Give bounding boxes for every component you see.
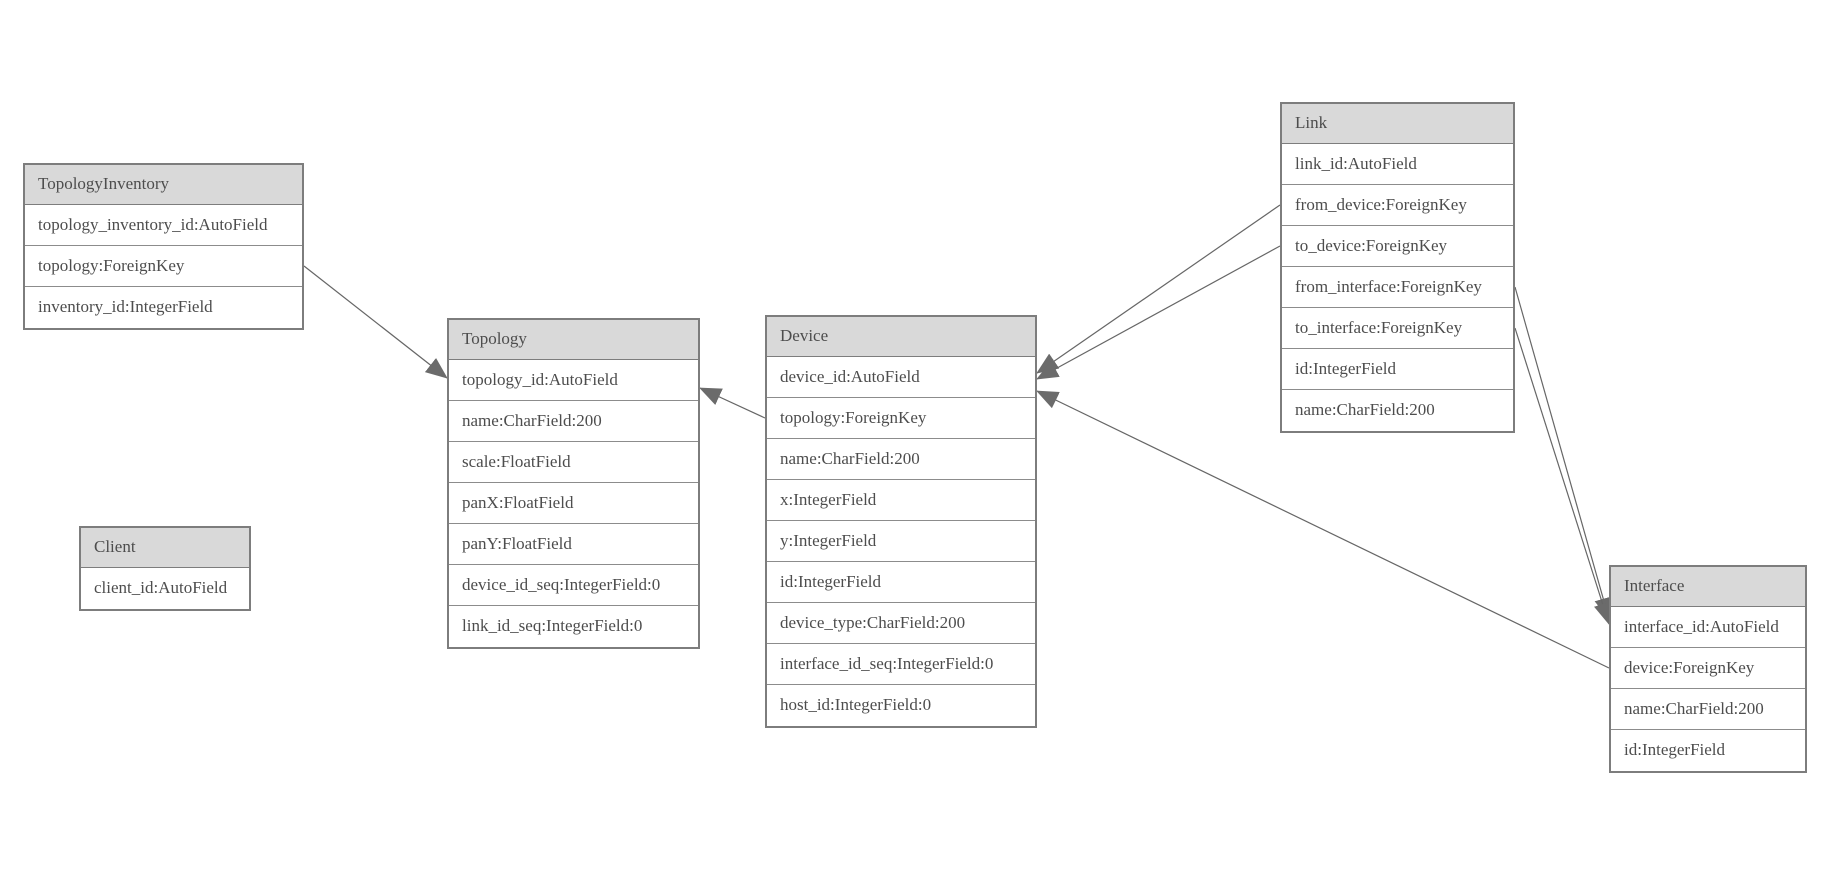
table-field-row: panY:FloatField <box>449 524 698 565</box>
table-title-topologyinventory: TopologyInventory <box>25 165 302 205</box>
table-field-row: topology:ForeignKey <box>25 246 302 287</box>
table-field-row: topology:ForeignKey <box>767 398 1035 439</box>
table-field-row: device:ForeignKey <box>1611 648 1805 689</box>
table-field-row: device_type:CharField:200 <box>767 603 1035 644</box>
table-title-client: Client <box>81 528 249 568</box>
table-field-row: id:IntegerField <box>1282 349 1513 390</box>
table-field-row: from_device:ForeignKey <box>1282 185 1513 226</box>
table-field-row: topology_id:AutoField <box>449 360 698 401</box>
table-field-row: y:IntegerField <box>767 521 1035 562</box>
table-field-row: x:IntegerField <box>767 480 1035 521</box>
table-field-row: id:IntegerField <box>767 562 1035 603</box>
relationship-line-link-device <box>1036 204 1281 374</box>
table-field-row: to_interface:ForeignKey <box>1282 308 1513 349</box>
table-field-row: to_device:ForeignKey <box>1282 226 1513 267</box>
table-title-interface: Interface <box>1611 567 1805 607</box>
relationship-line-link-interface <box>1514 327 1612 625</box>
table-field-row: name:CharField:200 <box>449 401 698 442</box>
table-field-row: name:CharField:200 <box>1282 390 1513 431</box>
table-field-row: device_id_seq:IntegerField:0 <box>449 565 698 606</box>
table-field-row: host_id:IntegerField:0 <box>767 685 1035 726</box>
table-field-row: from_interface:ForeignKey <box>1282 267 1513 308</box>
table-field-row: inventory_id:IntegerField <box>25 287 302 328</box>
table-title-link: Link <box>1282 104 1513 144</box>
table-field-row: client_id:AutoField <box>81 568 249 609</box>
table-field-row: device_id:AutoField <box>767 357 1035 398</box>
table-field-row: scale:FloatField <box>449 442 698 483</box>
table-title-topology: Topology <box>449 320 698 360</box>
table-field-row: id:IntegerField <box>1611 730 1805 771</box>
table-field-row: link_id:AutoField <box>1282 144 1513 185</box>
table-field-row: name:CharField:200 <box>767 439 1035 480</box>
table-field-row: interface_id_seq:IntegerField:0 <box>767 644 1035 685</box>
relationship-line-topologyinventory-topology <box>303 265 448 379</box>
table-field-row: interface_id:AutoField <box>1611 607 1805 648</box>
table-title-device: Device <box>767 317 1035 357</box>
table-field-row: name:CharField:200 <box>1611 689 1805 730</box>
table-field-row: panX:FloatField <box>449 483 698 524</box>
relationship-line-link-interface <box>1514 286 1612 620</box>
table-field-row: topology_inventory_id:AutoField <box>25 205 302 246</box>
relationship-line-device-topology <box>699 387 766 419</box>
relationship-line-link-device <box>1036 245 1281 380</box>
table-field-row: link_id_seq:IntegerField:0 <box>449 606 698 647</box>
